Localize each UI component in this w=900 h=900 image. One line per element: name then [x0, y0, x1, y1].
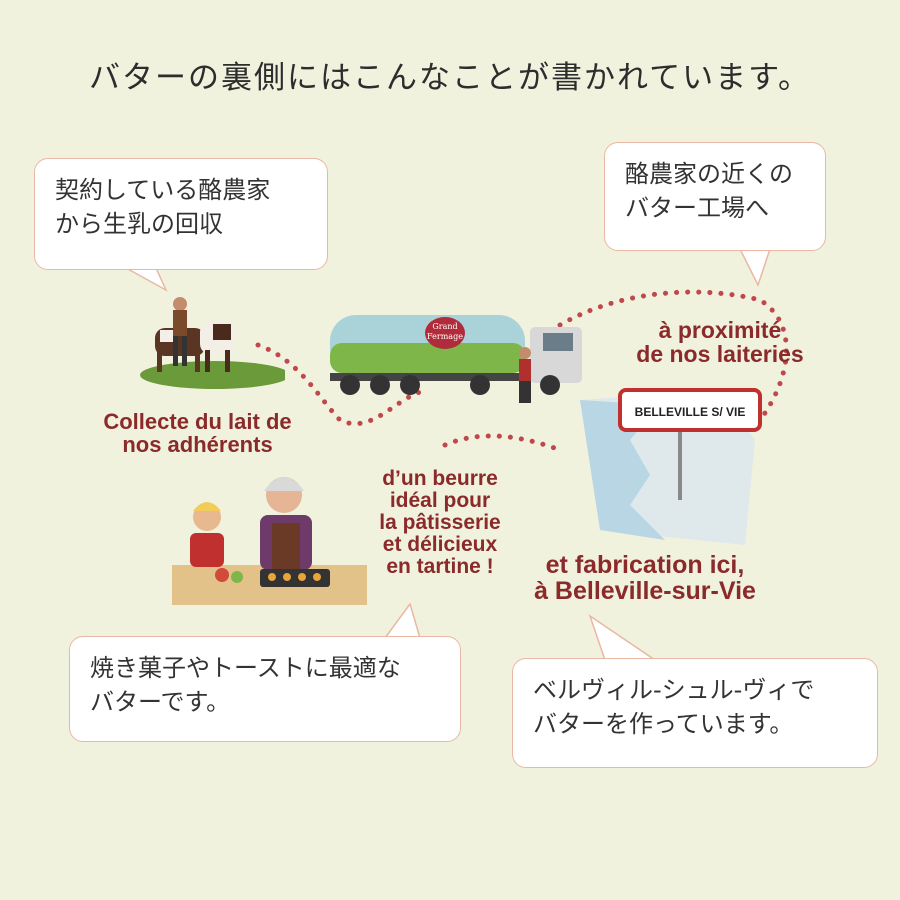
grandma-baking-illustration — [172, 477, 367, 605]
truck-logo-line2: Fermage — [427, 332, 463, 341]
french-proximite: à proximité de nos laiteries — [636, 317, 804, 368]
town-sign: BELLEVILLE S/ VIE — [618, 388, 762, 432]
cow-farmer-illustration — [140, 297, 285, 389]
map-illustration: BELLEVILLE S/ VIE — [580, 388, 762, 545]
bubble-top-left: 契約している酪農家 から生乳の回収 — [34, 158, 328, 270]
bubble-bottom-left: 焼き菓子やトーストに最適な バターです。 — [69, 636, 461, 742]
bubble-top-right: 酪農家の近くの バター工場へ — [604, 142, 826, 251]
french-beurre: d’un beurre idéal pour la pâtisserie et … — [379, 467, 501, 579]
bubble-tail-top-left — [125, 266, 168, 292]
french-fabrication: et fabrication ici, à Belleville-sur-Vie — [534, 551, 756, 606]
truck-logo-line1: Grand — [432, 322, 457, 331]
french-collecte: Collecte du lait de nos adhérents — [103, 409, 292, 458]
page-title: バターの裏側にはこんなことが書かれています。 — [89, 60, 811, 96]
bubble-tail-top-right — [738, 247, 772, 287]
bubble-bottom-right: ベルヴィル-シュル-ヴィで バターを作っています。 — [512, 658, 878, 768]
sign-text: BELLEVILLE S/ VIE — [635, 405, 746, 419]
milk-truck-illustration: Grand Fermage — [330, 315, 582, 403]
